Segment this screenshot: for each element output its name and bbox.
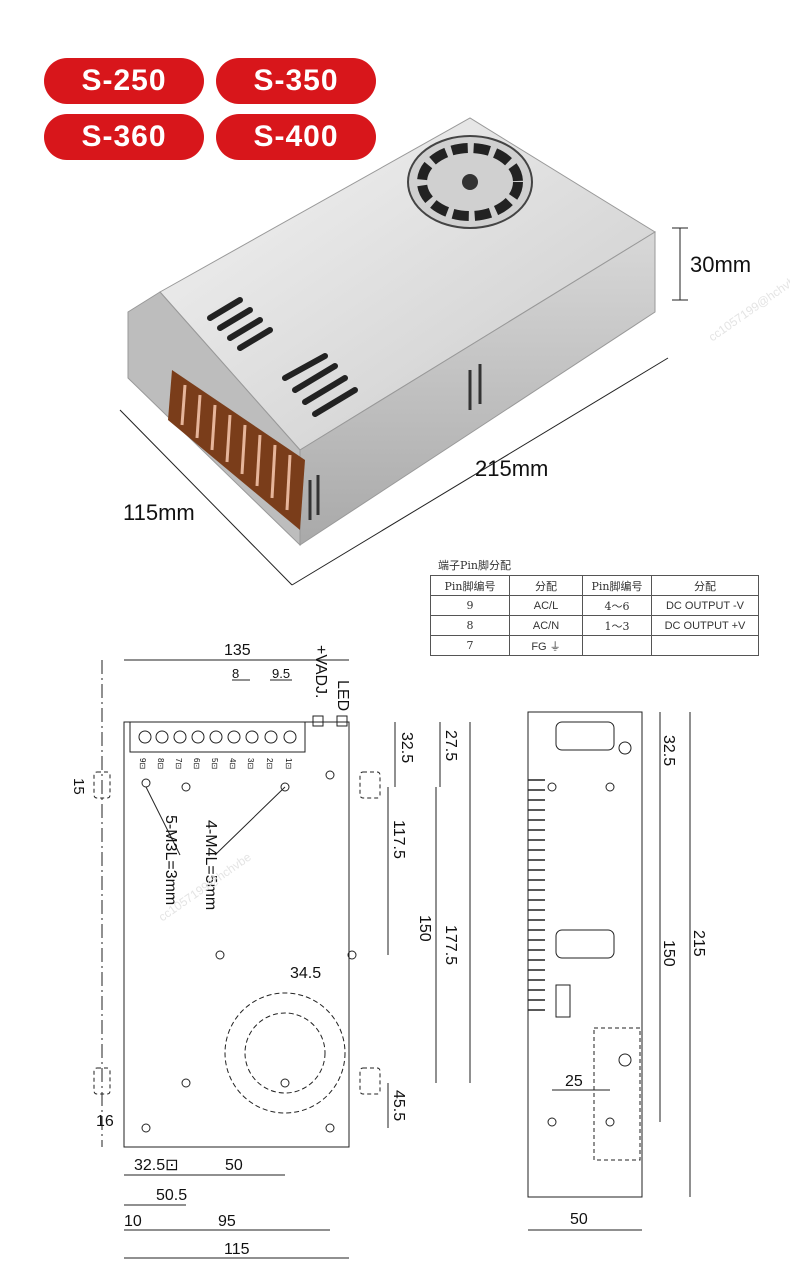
terminal-number: 7⊡ (174, 758, 183, 769)
table-row: 7 FG ⏚ (430, 635, 759, 656)
dim-label: 177.5 (442, 925, 459, 965)
table-row: 8 AC/N 1～3 DC OUTPUT +V (430, 615, 759, 636)
photo-height-dim: 30mm (690, 252, 752, 277)
terminal-number: 5⊡ (210, 758, 219, 769)
table-cell: DC OUTPUT -V (651, 595, 759, 616)
dim-label: 27.5 (442, 730, 459, 761)
m3-holes-label: 5-M3L=3mm (162, 815, 179, 905)
table-header-row: Pin脚编号 分配 Pin脚编号 分配 (430, 575, 759, 596)
pin-table-caption: 端子Pin脚分配 (438, 559, 512, 572)
dim-label: 15 (70, 778, 87, 795)
dim-label: 50.5 (156, 1187, 187, 1204)
side-view-outline (527, 711, 643, 1198)
dim-label: 150 (660, 940, 677, 967)
terminal-number: 9⊡ (138, 758, 147, 769)
product-photo (119, 117, 688, 586)
dim-label: 32.5 (398, 732, 415, 763)
front-view-outline (123, 721, 350, 1148)
fan-outline (224, 992, 346, 1114)
dim-label: 115 (224, 1241, 250, 1258)
m4-holes-label: 4-M4L=5mm (202, 820, 219, 910)
dim-label: 32.5 (660, 735, 677, 766)
dim-label: 50 (225, 1157, 243, 1174)
table-row: 9 AC/L 4～6 DC OUTPUT -V (430, 595, 759, 616)
dim-label: 16 (96, 1113, 114, 1130)
dim-label: 32.5⊡ (134, 1157, 179, 1174)
led-label: LED (334, 680, 351, 711)
table-cell (651, 635, 759, 656)
terminal-number: 1⊡ (284, 758, 293, 769)
dim-label: 9.5 (272, 666, 290, 681)
dim-label: 10 (124, 1213, 142, 1230)
photo-length-dim: 215mm (475, 456, 549, 481)
photo-width-dim: 115mm (123, 500, 195, 525)
dim-label: 34.5 (290, 965, 321, 982)
terminal-number: 2⊡ (265, 758, 274, 769)
table-cell: 1～3 (582, 615, 652, 636)
dim-label: 135 (224, 642, 251, 659)
terminal-number: 6⊡ (192, 758, 201, 769)
dim-label: 8 (232, 666, 239, 681)
dim-label: 95 (218, 1213, 236, 1230)
dim-label: 45.5 (390, 1090, 407, 1121)
dim-label: 117.5 (390, 820, 407, 859)
dim-label: 150 (416, 915, 433, 942)
model-badge: S-350 (216, 58, 376, 104)
pin-table: Pin脚编号 分配 Pin脚编号 分配 9 AC/L 4～6 DC OUTPUT… (430, 575, 759, 656)
dim-label: 215 (690, 930, 707, 957)
dim-label: 50 (570, 1211, 588, 1228)
model-badge: S-360 (44, 114, 204, 160)
vadj-label: +VADJ. (312, 645, 329, 699)
table-cell: FG ⏚ (509, 635, 583, 656)
terminal-number: 8⊡ (156, 758, 165, 769)
model-badge: S-250 (44, 58, 204, 104)
terminal-number: 3⊡ (246, 758, 255, 769)
terminal-screws (138, 730, 297, 744)
dim-label: 25 (565, 1073, 583, 1090)
model-badge: S-400 (216, 114, 376, 160)
table-cell: AC/L (509, 595, 583, 616)
terminal-number: 4⊡ (228, 758, 237, 769)
